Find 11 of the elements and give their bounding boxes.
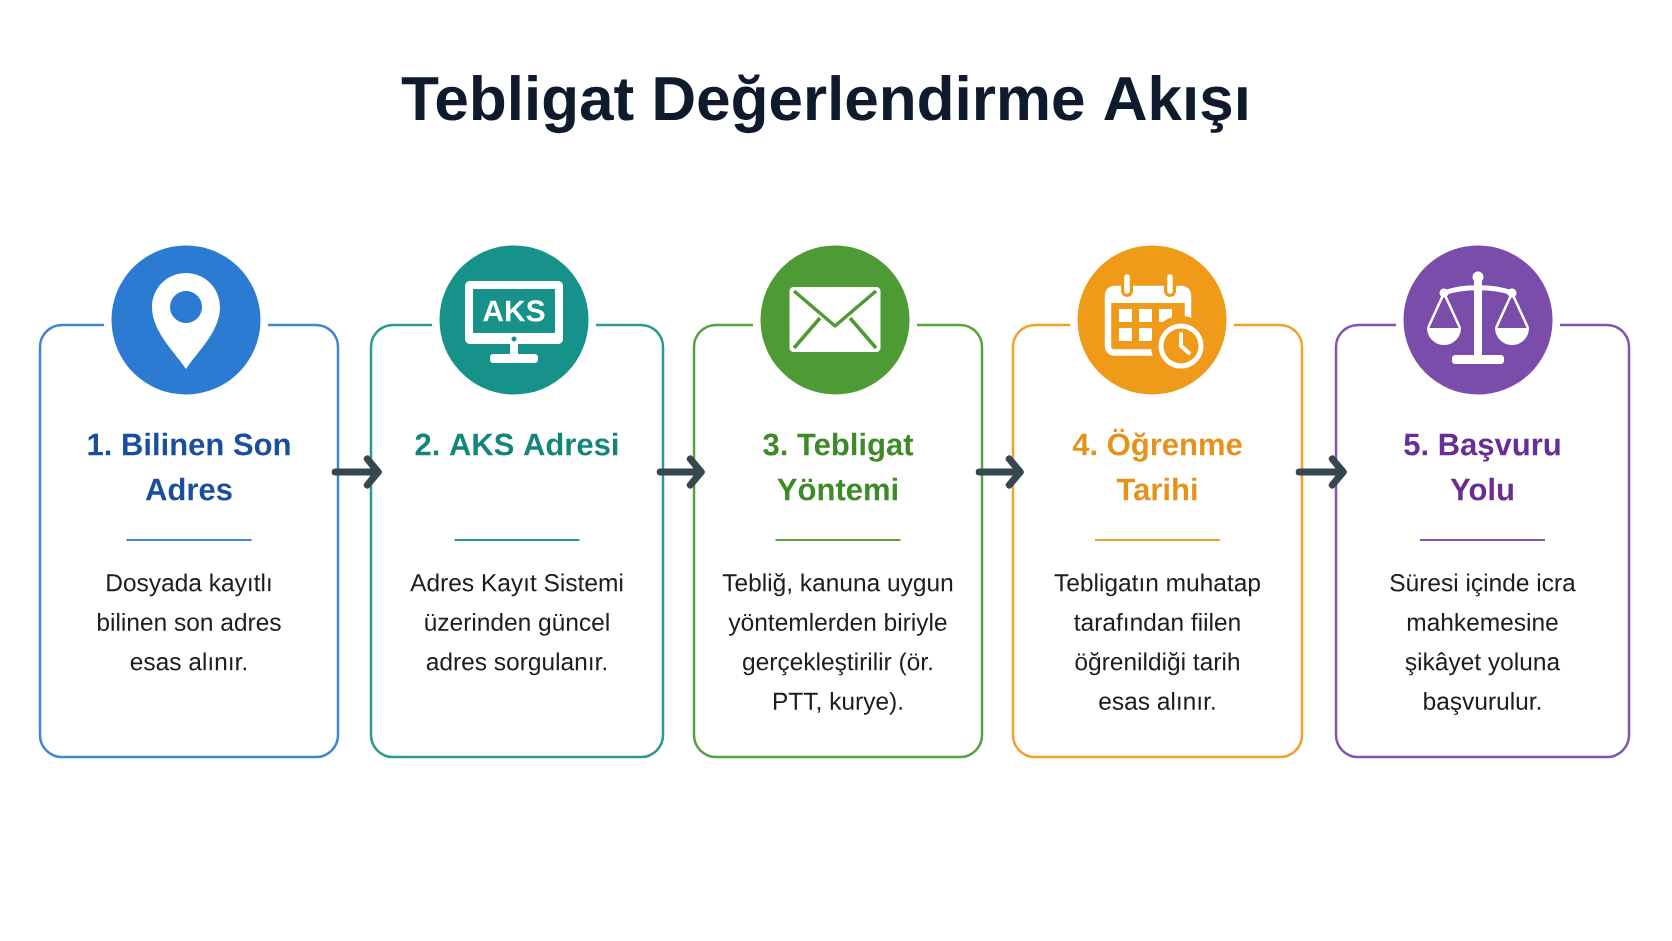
step-title: 4. Öğrenme Tarihi [1072, 428, 1242, 501]
step-title: 2. AKS Adresi [415, 432, 618, 456]
step-title: 5. Başvuru Yolu [1404, 433, 1560, 501]
step-title: 3. Tebligat Yöntemi [763, 432, 914, 501]
step-description: Tebliğ, kanuna uygun yöntemlerden biriyle gerçekleştirilir (ör. PTT, kurye). [722, 573, 953, 715]
step-description: Dosyada kayıtlı bilinen son adres esas alınır. [98, 573, 281, 671]
step-title: 1. Bilinen Son Adres [88, 432, 290, 501]
step-description: Tebligatın muhatap tarafından fiilen öğrenildiği tarih esas alınır. [1054, 573, 1260, 710]
step-description: Adres Kayıt Sistemi üzerinden güncel adres sorgulanır. [410, 573, 623, 676]
step-description: Süresi içinde icra mahkemesine şikâyet yoluna başvurulur. [1390, 573, 1576, 715]
title: Tebligat Değerlendirme Akışı [401, 74, 1247, 134]
